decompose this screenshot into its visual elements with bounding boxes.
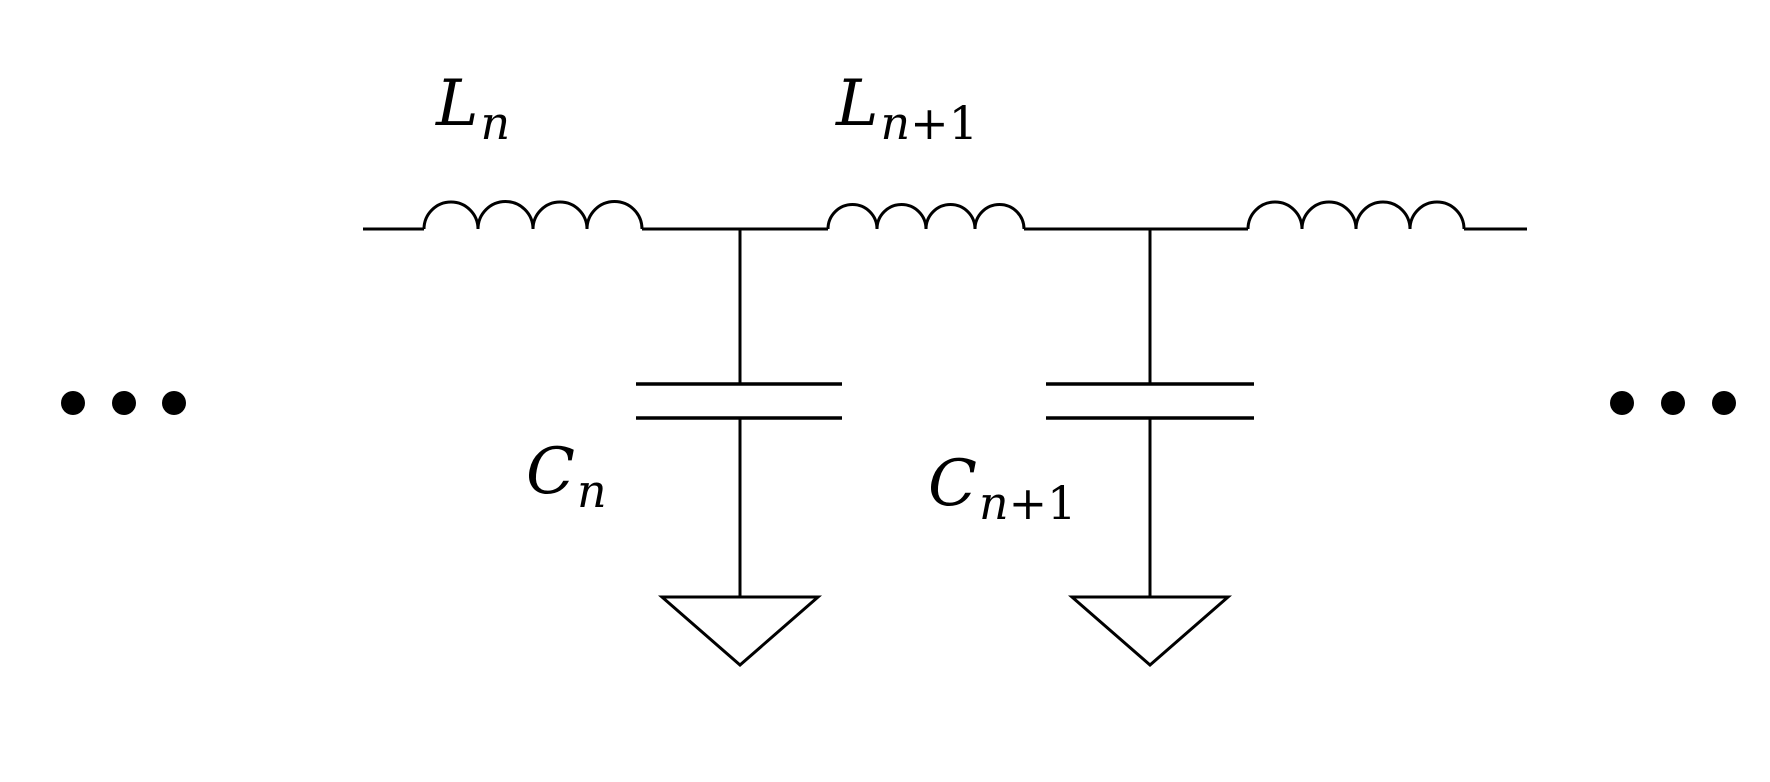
label-inductor-n: Ln xyxy=(436,72,510,146)
continuation-dots-left xyxy=(61,391,186,415)
continuation-dots-right xyxy=(1610,391,1736,415)
label-capacitor-n: Cn xyxy=(526,440,607,514)
label-inductor-n-plus-1: Ln+1 xyxy=(836,72,978,146)
label-inductor-n-plus-1-symbol: L xyxy=(836,67,879,141)
label-inductor-n-plus-1-subscript: n+1 xyxy=(880,96,978,150)
label-capacitor-n-plus-1-symbol: C xyxy=(928,447,977,521)
ground-symbol-n-plus-1 xyxy=(1067,595,1233,667)
shunt-branch-n-plus-1 xyxy=(1046,229,1254,667)
label-capacitor-n-subscript: n xyxy=(576,464,607,518)
label-inductor-n-symbol: L xyxy=(436,67,479,141)
shunt-branch-n xyxy=(636,229,842,667)
label-capacitor-n-symbol: C xyxy=(526,435,575,509)
inductor-n-plus-1 xyxy=(826,203,1026,230)
label-capacitor-n-plus-1-subscript: n+1 xyxy=(978,476,1077,530)
label-capacitor-n-plus-1: Cn+1 xyxy=(928,452,1076,526)
label-inductor-n-subscript: n xyxy=(480,96,511,150)
inductor-n xyxy=(422,200,644,230)
ground-symbol-n xyxy=(657,595,823,667)
inductor-next xyxy=(1246,200,1466,230)
